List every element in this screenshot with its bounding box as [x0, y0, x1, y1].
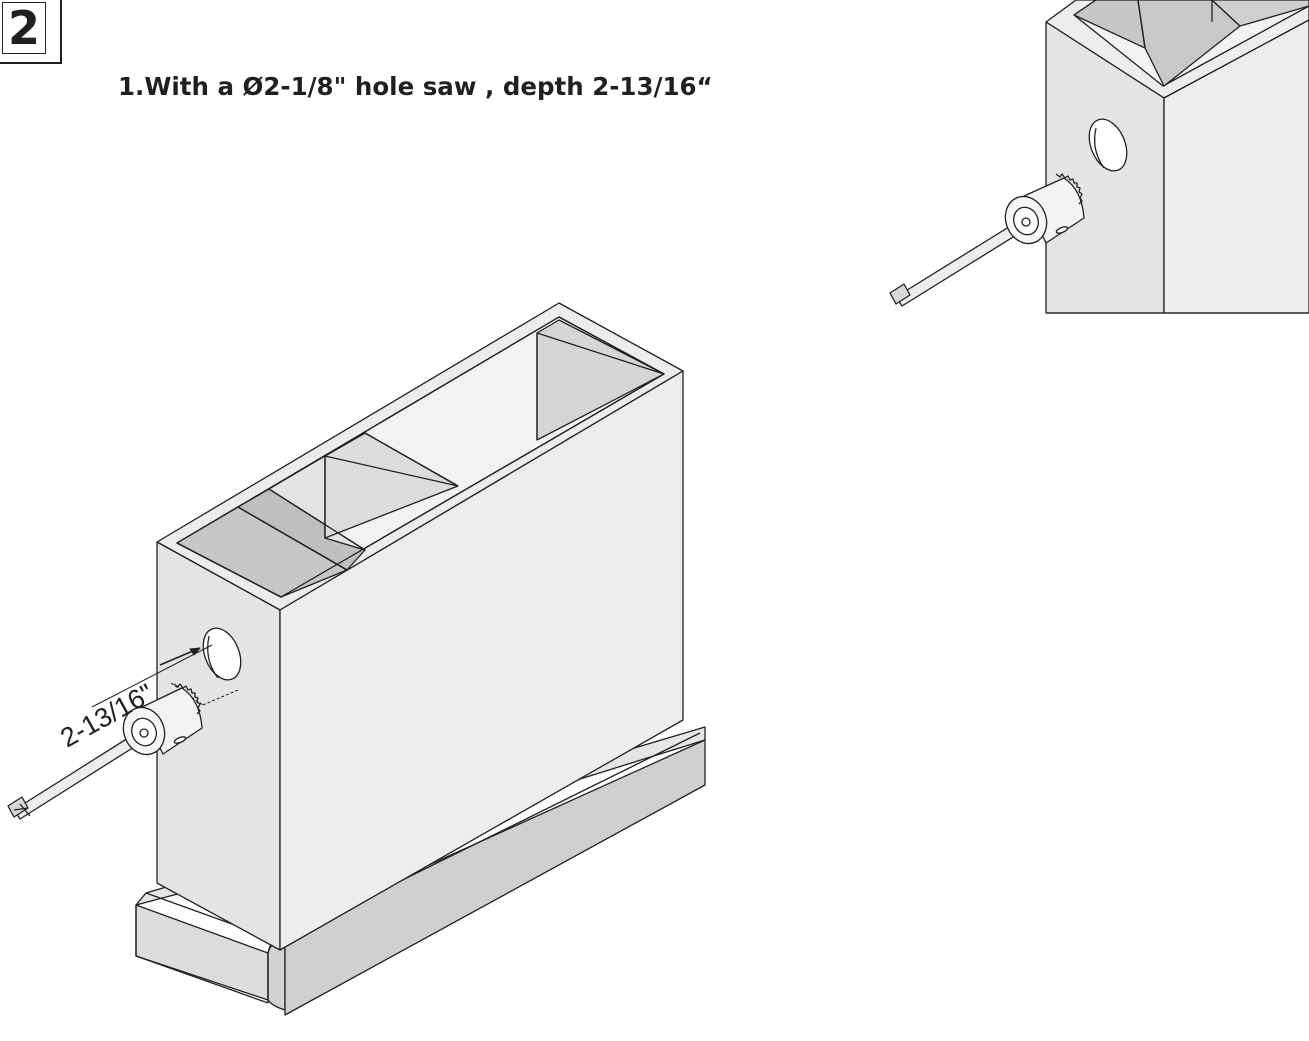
step-number: 2	[7, 2, 40, 54]
detail-inset-view	[889, 0, 1309, 314]
instruction-text: 1.With a Ø2-1/8" hole saw , depth 2-13/1…	[118, 72, 713, 101]
main-assembly-view: 2-13/16"	[7, 302, 706, 1016]
step-number-inner-frame: 2	[2, 2, 46, 54]
drilled-hole	[202, 627, 242, 681]
post-box-body	[156, 302, 684, 951]
hole-saw-tool	[7, 683, 203, 820]
step-number-frame: 2	[0, 0, 62, 64]
